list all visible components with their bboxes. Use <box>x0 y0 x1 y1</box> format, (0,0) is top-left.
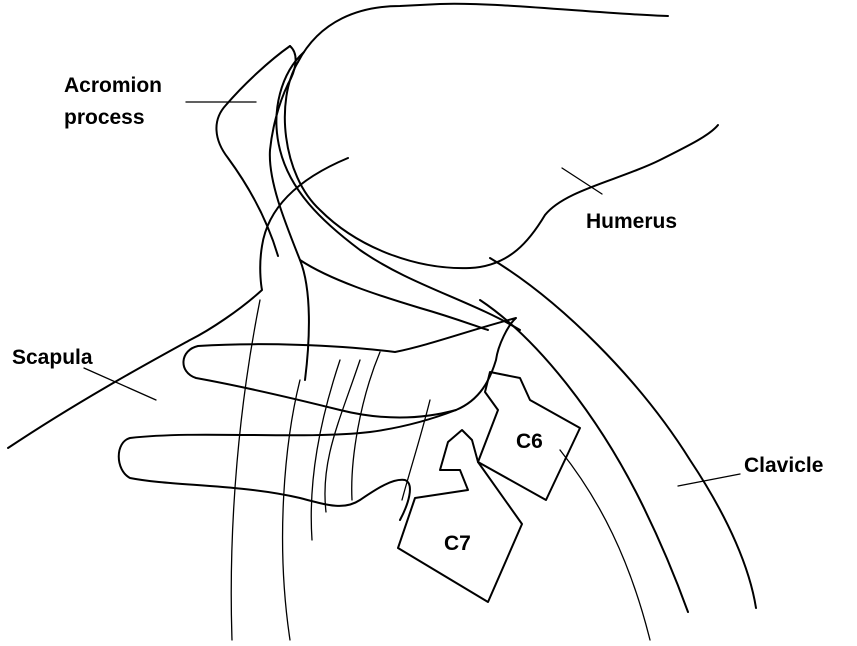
vertical-line-3 <box>311 360 340 540</box>
acromion-label-line2: process <box>64 106 145 129</box>
clavicle-inner <box>480 300 688 612</box>
c6-label: C6 <box>516 430 543 453</box>
scapula-label: Scapula <box>12 346 93 369</box>
c7-vertebra <box>398 430 522 602</box>
humerus-label: Humerus <box>586 210 677 233</box>
acromion-label-line1: Acromion <box>64 74 162 97</box>
humerus-head-inner <box>285 62 718 268</box>
c7-label: C7 <box>444 532 471 555</box>
clavicle-leader <box>678 474 740 486</box>
transverse-process-lower <box>119 410 456 520</box>
clavicle-label: Clavicle <box>744 454 823 477</box>
humerus-outline <box>298 4 668 62</box>
humerus-head-rim <box>276 52 520 330</box>
acromion-tip <box>216 46 290 256</box>
vertical-line-1 <box>231 300 260 640</box>
acromion-outline <box>270 46 309 380</box>
vertical-line-4 <box>352 352 380 500</box>
scapula-leader <box>84 368 156 400</box>
scapula-spine <box>8 158 348 448</box>
vertical-line-6 <box>325 360 360 512</box>
vertical-line-5 <box>402 400 430 500</box>
transverse-process-upper <box>183 318 516 418</box>
vertical-line-2 <box>283 380 300 640</box>
vertical-line-7 <box>560 450 650 640</box>
